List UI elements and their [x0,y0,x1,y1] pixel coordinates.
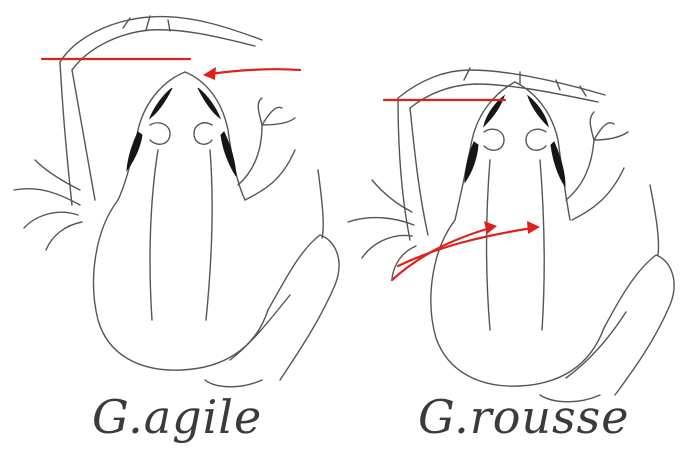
caption-rousse: G.rousse [418,390,629,444]
caption-agile: G.agile [92,390,262,444]
arrow-head-rousse-upper [527,221,540,234]
frog-rousse-drawing [348,68,674,402]
frog-agile-drawing [14,16,339,387]
arrow-agile [210,69,300,74]
arrow-head-agile [203,67,216,80]
